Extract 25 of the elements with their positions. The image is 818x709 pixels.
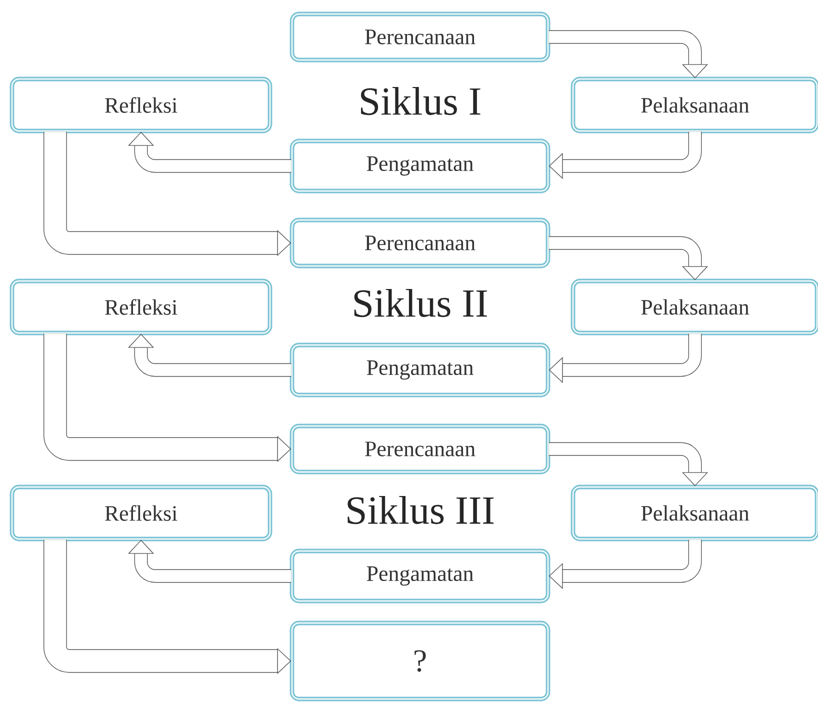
process-box: Perencanaan: [290, 12, 550, 62]
process-box: Perencanaan: [290, 424, 550, 474]
process-box: Refleksi: [10, 76, 272, 134]
cycle-title: Siklus III: [348, 496, 494, 524]
process-box: ?: [290, 620, 550, 702]
process-box: Pengamatan: [290, 342, 550, 398]
process-box: Pelaksanaan: [570, 76, 818, 134]
arrow: [548, 132, 702, 180]
arrow: [548, 540, 702, 590]
process-box: Refleksi: [10, 484, 272, 542]
process-box: Refleksi: [10, 278, 272, 336]
arrow: [548, 30, 708, 78]
arrow: [128, 540, 292, 583]
arrow: [128, 334, 292, 377]
arrow: [548, 334, 702, 384]
cycle-title: Siklus I: [361, 86, 480, 116]
process-box: Pelaksanaan: [570, 278, 818, 336]
process-box: Pengamatan: [290, 138, 550, 194]
arrow: [128, 132, 292, 173]
cycle-title: Siklus II: [354, 288, 487, 318]
process-box: Perencanaan: [290, 218, 550, 268]
process-box: Pengamatan: [290, 548, 550, 604]
process-box: Pelaksanaan: [570, 484, 818, 542]
arrow: [548, 236, 708, 280]
arrow: [548, 442, 708, 486]
